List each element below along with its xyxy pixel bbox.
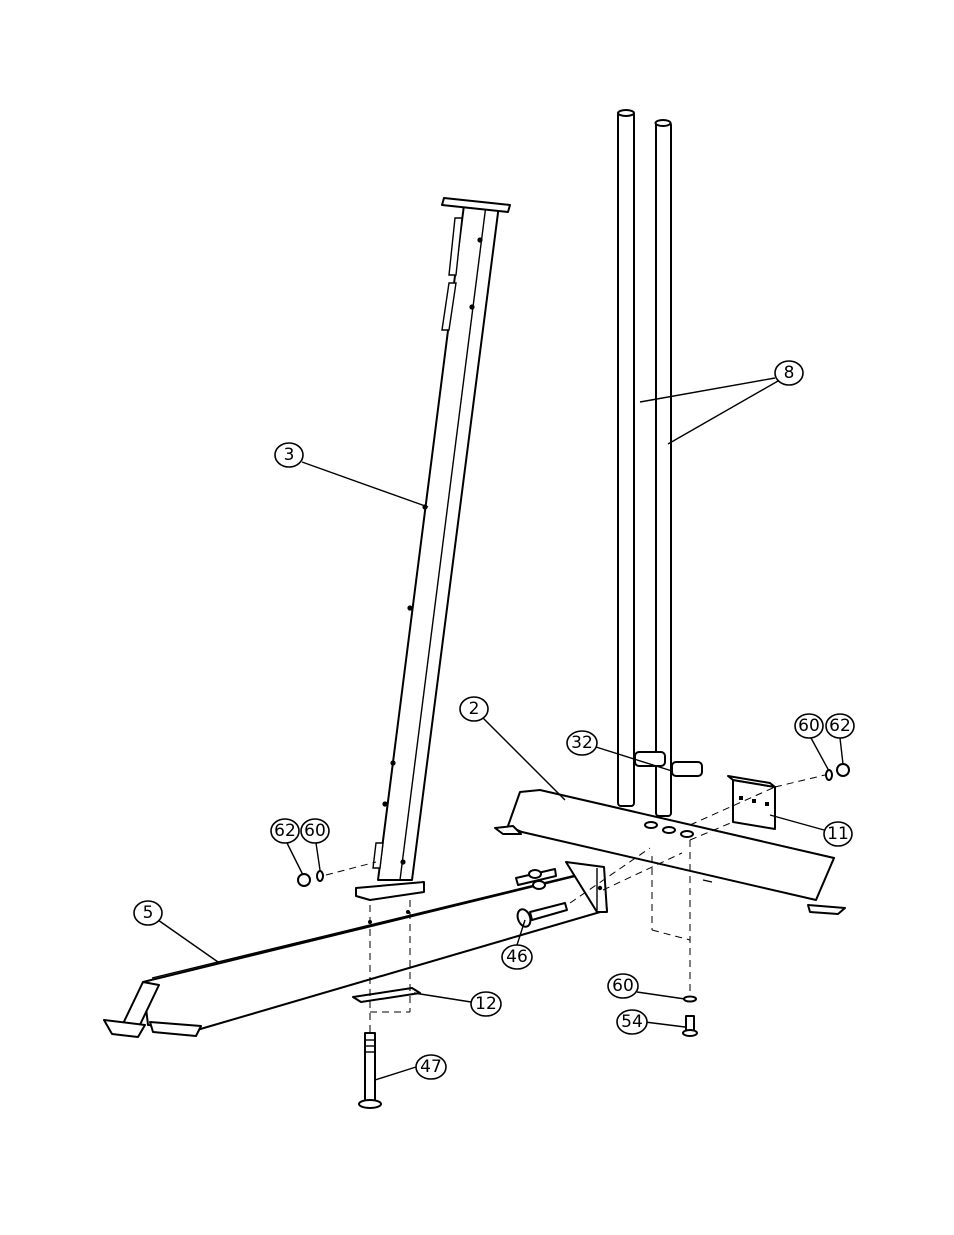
callout-47: 47: [416, 1055, 446, 1079]
nut-washer-right: [826, 764, 849, 780]
bolt-part-47: [359, 1033, 381, 1108]
callout-32: 32: [567, 731, 597, 755]
upright-part-3: [356, 198, 510, 900]
bracket-plate-part-11: [728, 776, 775, 829]
svg-text:60: 60: [798, 716, 820, 736]
callout-62-left: 62: [271, 819, 299, 843]
callout-2: 2: [460, 697, 488, 721]
callout-8: 8: [775, 361, 803, 385]
callout-60-bottom: 60: [608, 974, 638, 998]
callout-12: 12: [471, 992, 501, 1016]
svg-text:11: 11: [827, 824, 849, 844]
svg-text:3: 3: [284, 445, 295, 465]
svg-text:32: 32: [571, 733, 593, 753]
svg-text:62: 62: [829, 716, 851, 736]
svg-text:46: 46: [506, 947, 528, 967]
bolt-part-54: [683, 997, 697, 1037]
svg-text:54: 54: [621, 1012, 643, 1032]
upright-tubes-part-8: [618, 110, 702, 816]
svg-text:47: 47: [420, 1057, 442, 1077]
callout-54: 54: [617, 1010, 647, 1034]
svg-text:62: 62: [274, 821, 296, 841]
svg-text:60: 60: [304, 821, 326, 841]
callout-11: 11: [824, 822, 852, 846]
callout-60-left: 60: [301, 819, 329, 843]
callout-3: 3: [275, 443, 303, 467]
svg-text:12: 12: [475, 994, 497, 1014]
callout-46: 46: [502, 945, 532, 969]
callout-5: 5: [134, 901, 162, 925]
svg-text:2: 2: [469, 699, 480, 719]
svg-text:5: 5: [143, 903, 154, 923]
svg-text:60: 60: [612, 976, 634, 996]
callout-60-right: 60: [795, 714, 823, 738]
svg-text:8: 8: [784, 363, 795, 383]
callout-62-right: 62: [826, 714, 854, 738]
